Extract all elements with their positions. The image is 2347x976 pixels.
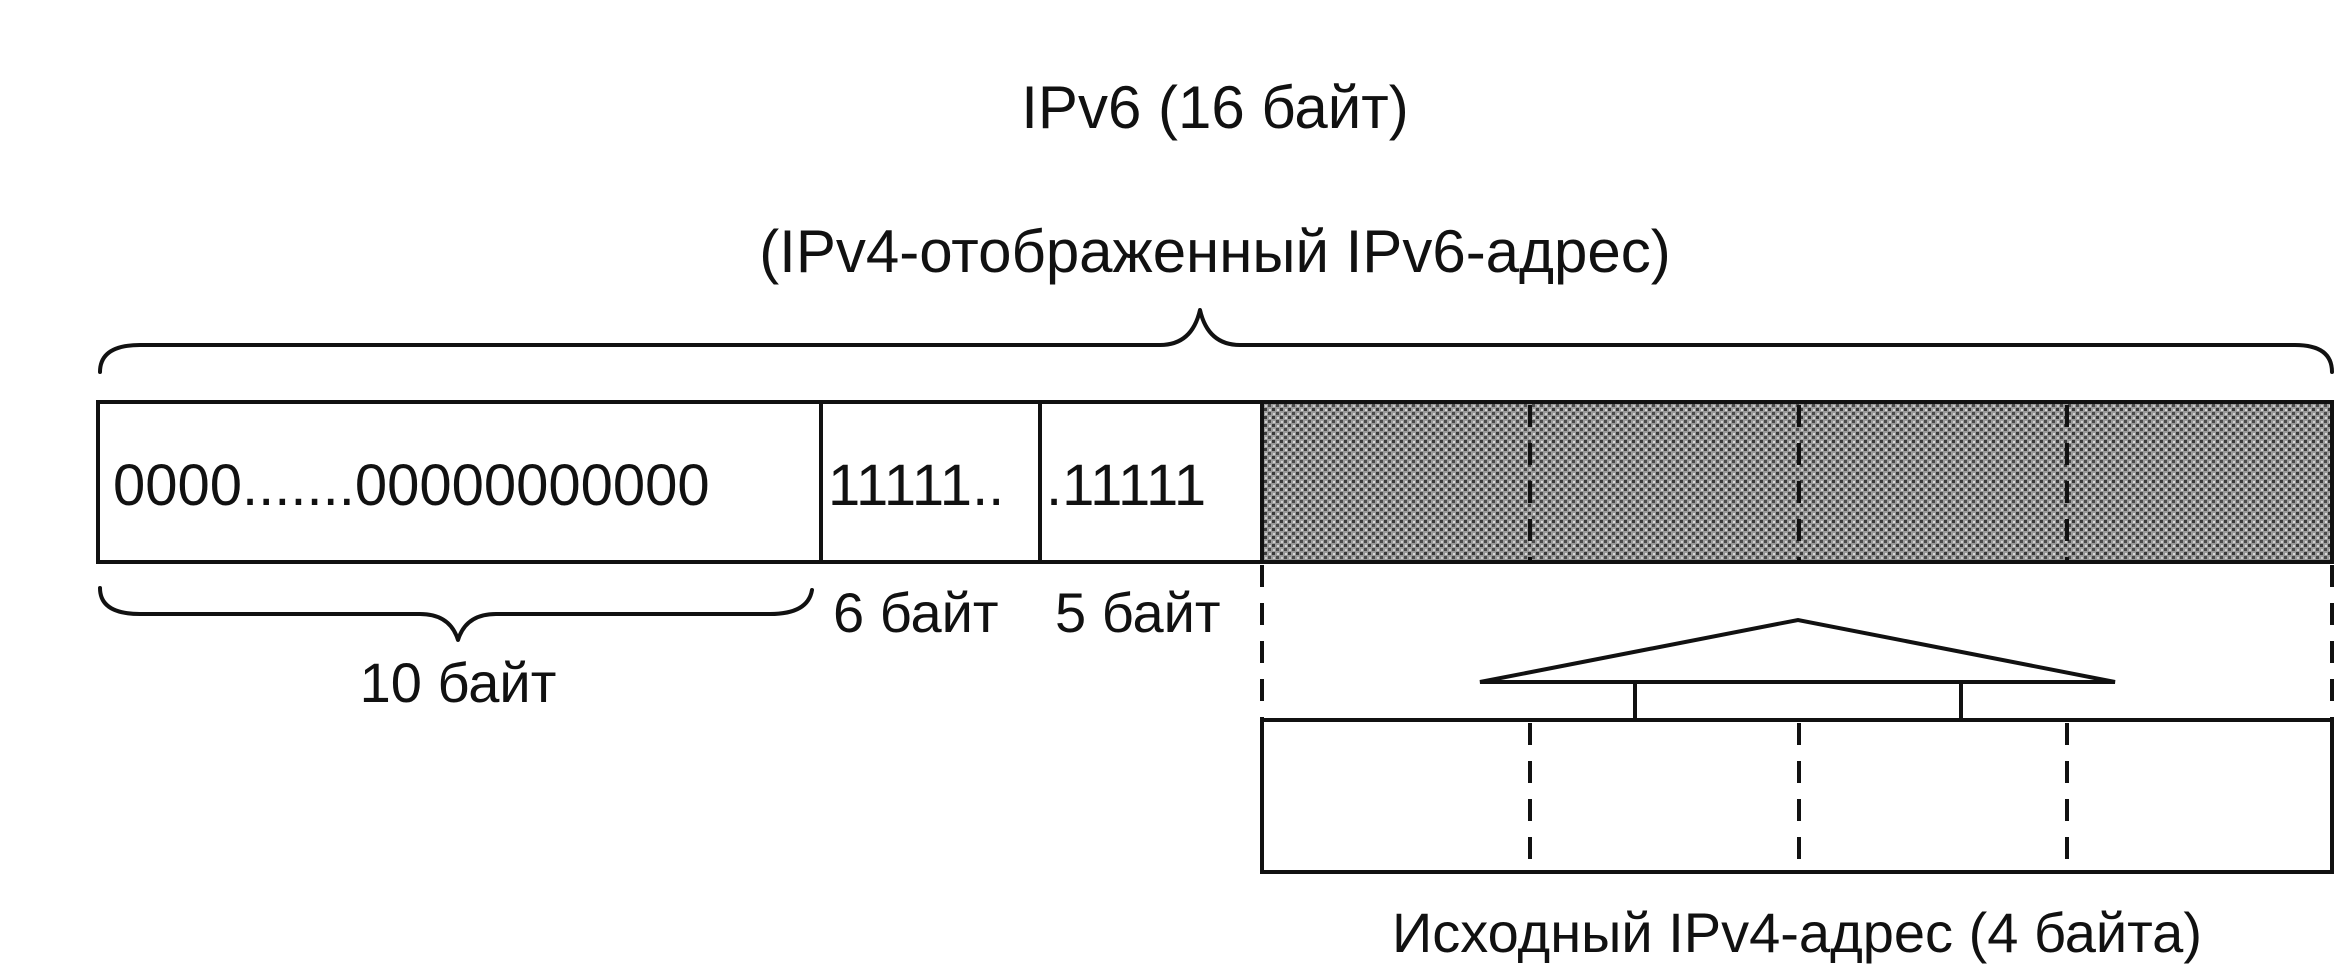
ten-bytes-brace [98, 586, 814, 642]
diagram-title: IPv6 (16 байт) [1021, 74, 1408, 141]
top-brace [98, 308, 2334, 374]
ones-field-6-bytes [819, 400, 1042, 564]
source-ipv4-label: Исходный IPv4-адрес (4 байта) [1392, 901, 2202, 964]
zeros-field [96, 400, 823, 564]
ten-bytes-label: 10 байт [360, 651, 557, 714]
six-bytes-label: 6 байт [833, 581, 999, 644]
zeros-field-text: 0000.......00000000000 [113, 453, 710, 518]
ones-field-5-text: .11111 [1046, 453, 1206, 518]
expansion-arrow-right-tab [1959, 680, 2115, 718]
five-bytes-label: 5 байт [1055, 581, 1221, 644]
diagram-subtitle: (IPv4-отображенный IPv6-адрес) [759, 218, 1671, 285]
expansion-arrow-left-tab [1480, 680, 1637, 718]
ones-field-5-bytes [1038, 400, 1264, 564]
ones-field-6-text: 11111.. [828, 453, 1004, 518]
expansion-arrow [1479, 617, 2116, 684]
